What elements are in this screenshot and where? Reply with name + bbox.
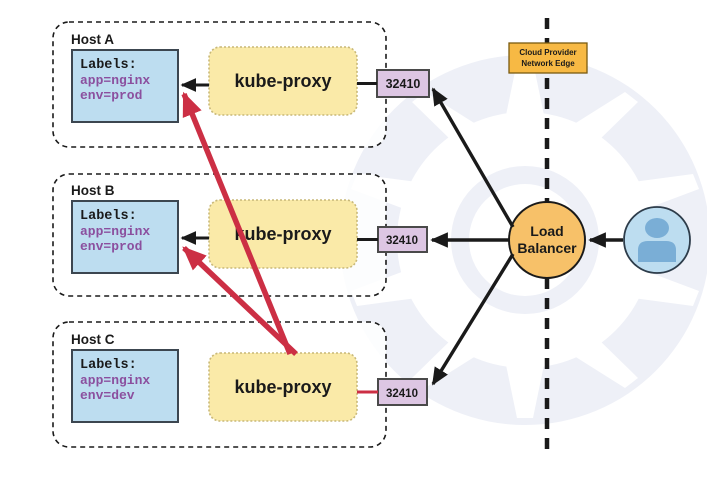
host-b-port-label: 32410 xyxy=(386,235,418,247)
host-b-container: Host B Labels: app=nginx env=prod kube-p… xyxy=(52,173,387,297)
host-a-port-rect[interactable] xyxy=(376,69,430,98)
host-c-kube-proxy-label: kube-proxy xyxy=(234,377,331,397)
cloud-edge-line-2: Network Edge xyxy=(521,59,575,68)
load-balancer-line-2: Balancer xyxy=(517,240,577,256)
host-c-label-entry-1: env=dev xyxy=(80,388,135,403)
user-icon xyxy=(638,218,676,262)
host-c-kube-proxy-rect[interactable] xyxy=(208,352,358,422)
host-b-label-entry-1: env=prod xyxy=(80,239,142,254)
host-c-kube-proxy[interactable]: kube-proxy xyxy=(208,352,358,422)
edge-lb-to-host-a-port xyxy=(431,87,515,228)
user-client-circle[interactable] xyxy=(623,206,691,274)
host-c-port-label: 32410 xyxy=(386,388,418,400)
host-c-labels-heading: Labels: xyxy=(80,358,137,373)
edge-selector-to-host-a-labels xyxy=(181,91,293,356)
host-a-kube-proxy-label: kube-proxy xyxy=(234,71,331,91)
load-balancer-node[interactable]: Load Balancer xyxy=(508,201,586,279)
host-c-labels-box: Labels: app=nginx env=dev xyxy=(71,349,179,423)
host-b-port-node[interactable]: 32410 xyxy=(377,226,428,253)
cloud-edge-rect xyxy=(508,42,588,74)
host-b-title: Host B xyxy=(71,183,115,198)
edge-selector-to-host-b-labels xyxy=(182,246,298,356)
load-balancer-line-1: Load xyxy=(530,223,563,239)
host-a-labels-box: Labels: app=nginx env=prod xyxy=(71,49,179,123)
host-a-kube-proxy[interactable]: kube-proxy xyxy=(208,46,358,116)
host-c-labels-rect xyxy=(71,349,179,423)
host-b-kube-proxy-label: kube-proxy xyxy=(234,224,331,244)
host-c-port-rect[interactable] xyxy=(377,378,428,406)
host-c-port-node[interactable]: 32410 xyxy=(377,378,428,406)
host-a-kube-proxy-rect[interactable] xyxy=(208,46,358,116)
host-b-labels-heading: Labels: xyxy=(80,209,137,224)
host-b-label-entry-0: app=nginx xyxy=(80,224,150,239)
host-a-labels-rect xyxy=(71,49,179,123)
host-a-port-label: 32410 xyxy=(386,77,421,91)
cloud-edge-line-1: Cloud Provider xyxy=(519,48,576,57)
host-b-labels-rect xyxy=(71,200,179,274)
cloud-provider-network-edge-badge: Cloud Provider Network Edge xyxy=(508,42,588,74)
host-c-label-entry-0: app=nginx xyxy=(80,373,150,388)
host-b-labels-box: Labels: app=nginx env=prod xyxy=(71,200,179,274)
host-c-title: Host C xyxy=(71,332,115,347)
host-a-labels-heading: Labels: xyxy=(80,58,137,73)
user-client-node[interactable] xyxy=(623,206,691,274)
host-a-container: Host A Labels: app=nginx env=prod kube-p… xyxy=(52,21,387,148)
host-c-container: Host C Labels: app=nginx env=dev kube-pr… xyxy=(52,321,387,448)
edge-lb-to-host-c-port xyxy=(431,253,515,386)
host-a-label-entry-0: app=nginx xyxy=(80,73,150,88)
host-a-title: Host A xyxy=(71,32,114,47)
host-a-port-node[interactable]: 32410 xyxy=(376,69,430,98)
host-a-label-entry-1: env=prod xyxy=(80,88,142,103)
